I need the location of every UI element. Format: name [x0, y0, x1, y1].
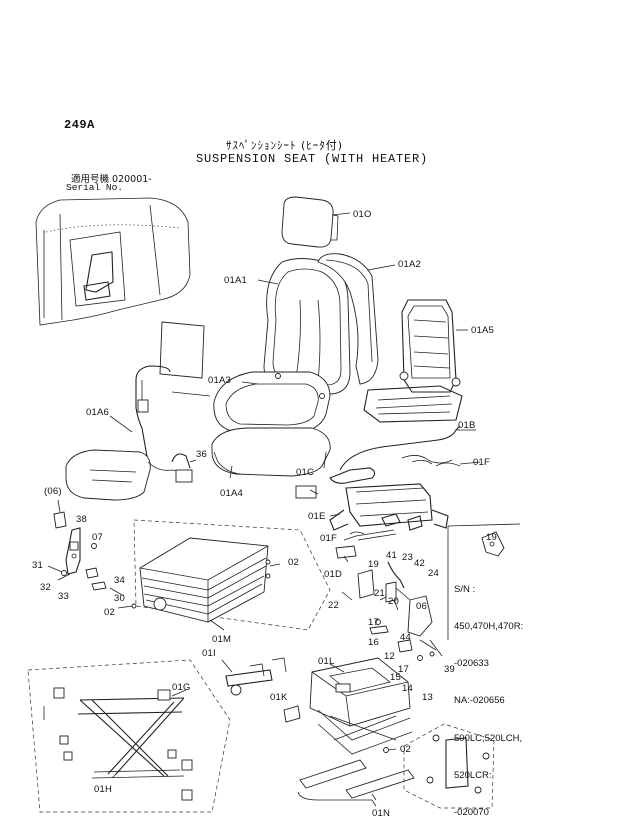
callout-19-inset: 19	[486, 532, 497, 543]
callout-32: 32	[40, 582, 51, 593]
callout-31: 31	[32, 560, 43, 571]
callout-01A5: 01A5	[471, 325, 494, 336]
serial-label-jp: 適用号機 020001-	[71, 174, 152, 185]
callout-44: 44	[400, 632, 411, 643]
callout-01I: 01I	[202, 648, 216, 659]
callout-02-lower: 02	[400, 744, 411, 755]
callout-06: 06	[416, 601, 427, 612]
leader-lines	[109, 279, 481, 801]
callout-01L: 01L	[318, 656, 335, 667]
callout-01B: 01B	[458, 420, 476, 431]
callout-06-parenthesized: (06)	[44, 486, 62, 497]
callout-19: 19	[368, 559, 379, 570]
callout-17-lower: 17	[398, 664, 409, 675]
suspension-base-01M	[139, 537, 271, 623]
callout-01A1: 01A1	[224, 275, 247, 286]
lower-frame-01L	[309, 657, 413, 755]
title-english: SUSPENSION SEAT (WITH HEATER)	[196, 152, 429, 166]
callout-01M: 01M	[212, 634, 232, 645]
slide-rails	[329, 425, 476, 541]
callout-01A6: 01A6	[86, 407, 109, 418]
callout-01E: 01E	[308, 511, 326, 522]
callout-01O: 01O	[353, 209, 372, 220]
callout-01F-upper: 01F	[473, 457, 490, 468]
variant-inset	[447, 523, 521, 640]
seat-pan-01A4	[211, 427, 331, 477]
callout-01N: 01N	[372, 808, 391, 819]
part-01C	[295, 485, 317, 499]
serial-label-en: Serial No.	[66, 182, 124, 193]
headrest-01O	[281, 196, 351, 248]
callout-22: 22	[328, 600, 339, 611]
serial-note-line: 520LCR:	[454, 769, 492, 781]
callout-07: 07	[92, 532, 103, 543]
callout-21: 21	[374, 588, 385, 599]
serial-note-line: 450,470H,470R:	[454, 621, 524, 633]
callout-01A2: 01A2	[398, 259, 421, 270]
parts-01I-01K	[225, 657, 301, 723]
callout-01C: 01C	[296, 467, 315, 478]
callout-01A3: 01A3	[208, 375, 231, 386]
scissor-inset-01H	[27, 659, 231, 813]
callout-01K: 01K	[270, 692, 288, 703]
serial-note: S/N : 450,470H,470R: -020633 NA:-020656 …	[454, 559, 523, 832]
callout-02-left: 02	[104, 607, 115, 618]
callout-42: 42	[414, 558, 425, 569]
callout-41: 41	[386, 550, 397, 561]
callout-17-upper: 17	[368, 617, 379, 628]
callout-36: 36	[196, 449, 207, 460]
callout-34: 34	[114, 575, 125, 586]
callout-20: 20	[388, 596, 399, 607]
callout-39: 39	[444, 664, 455, 675]
callout-01H: 01H	[94, 784, 113, 795]
part-01D	[335, 545, 357, 559]
callout-24: 24	[428, 568, 439, 579]
seat-heater-01A6	[65, 321, 205, 501]
spring-01F	[349, 531, 365, 535]
callout-12: 12	[384, 651, 395, 662]
callout-01G: 01G	[172, 682, 191, 693]
serial-note-line: S/N :	[454, 583, 476, 595]
callout-30: 30	[114, 593, 125, 604]
machine-cab-thumbnail	[35, 197, 191, 326]
callout-01D: 01D	[324, 569, 343, 580]
height-adjust-mechanism	[341, 561, 443, 661]
callout-38: 38	[76, 514, 87, 525]
callout-15: 15	[390, 672, 401, 683]
serial-note-line: NA:-020656	[454, 695, 505, 707]
callout-13: 13	[422, 692, 433, 703]
seat-belt-buckle	[53, 499, 81, 575]
callout-16: 16	[368, 637, 379, 648]
title-japanese: ｻｽﾍﾟﾝｼｮﾝｼｰﾄ (ﾋｰﾀ付)	[226, 139, 344, 152]
backrest-frame-01A5	[363, 299, 468, 423]
callout-23: 23	[402, 552, 413, 563]
serial-note-line: -020633	[454, 658, 489, 670]
hardware-fasteners	[47, 543, 137, 609]
serial-note-line: 500LC,520LCH,	[454, 732, 523, 744]
callout-01A4: 01A4	[220, 488, 243, 499]
callout-33: 33	[58, 591, 69, 602]
seat-cushion-01A3	[213, 371, 331, 435]
callout-02-upper: 02	[288, 557, 299, 568]
callout-01F-lower: 01F	[320, 533, 337, 544]
lower-rails-01N	[297, 723, 495, 809]
callout-14: 14	[402, 683, 413, 694]
backrest-cover-01A2	[317, 253, 396, 385]
serial-note-line: -020070	[454, 807, 489, 819]
page-number: 249A	[64, 118, 95, 132]
